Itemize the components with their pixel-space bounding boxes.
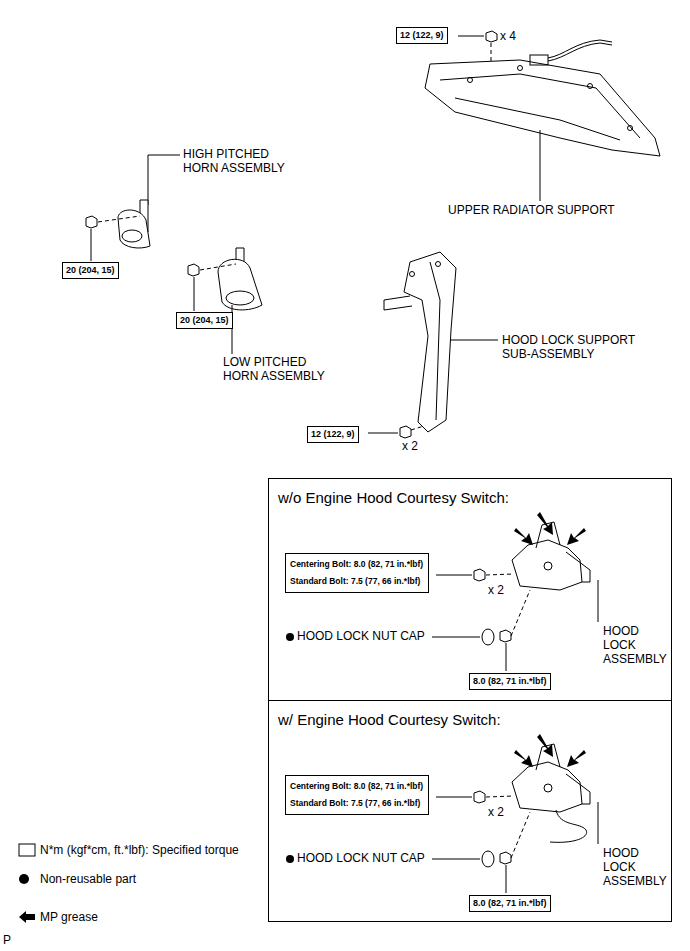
torque-value: Standard Bolt: 7.5 (77, 66 in.*lbf)	[290, 798, 424, 809]
legend-item: Non-reusable part	[18, 872, 136, 886]
torque-box: 12 (122, 9)	[307, 426, 359, 443]
panel-heading: w/o Engine Hood Courtesy Switch:	[278, 489, 662, 506]
torque-value: 8.0 (82, 71 in.*lbf)	[473, 676, 547, 687]
legend-item: MP grease	[18, 910, 98, 924]
legend-text: N*m (kgf*cm, ft.*lbf): Specified torque	[40, 843, 239, 857]
variant-panel: w/o Engine Hood Courtesy Switch: Centerin…	[268, 478, 672, 701]
torque-box: 20 (204, 15)	[176, 312, 233, 329]
torque-box: 8.0 (82, 71 in.*lbf)	[469, 673, 551, 690]
quantity: x 2	[402, 440, 418, 454]
part-name: LOW PITCHED HORN ASSEMBLY	[223, 356, 335, 384]
part-name: HOOD LOCK ASSEMBLY	[603, 847, 671, 888]
legend-text: Non-reusable part	[40, 872, 136, 886]
torque-box: 20 (204, 15)	[62, 262, 119, 279]
torque-value: Standard Bolt: 7.5 (77, 66 in.*lbf)	[290, 576, 424, 587]
legend-swatch	[18, 910, 36, 924]
torque-box: 12 (122, 9)	[396, 27, 448, 44]
torque-value: 12 (122, 9)	[311, 429, 355, 440]
part-name: HOOD LOCK SUPPORT SUB-ASSEMBLY	[502, 334, 652, 362]
legend-item: N*m (kgf*cm, ft.*lbf): Specified torque	[18, 843, 239, 857]
legend-swatch	[18, 843, 36, 857]
torque-value: 12 (122, 9)	[400, 30, 444, 41]
page-mark: P	[3, 934, 11, 948]
torque-box: 8.0 (82, 71 in.*lbf)	[469, 895, 551, 912]
part-name: HOOD LOCK ASSEMBLY	[603, 625, 671, 666]
quantity: x 2	[488, 806, 504, 820]
part-name: UPPER RADIATOR SUPPORT	[448, 204, 615, 218]
legend-text: MP grease	[40, 910, 98, 924]
torque-value: 20 (204, 15)	[66, 265, 115, 276]
part-name: HOOD LOCK NUT CAP	[297, 630, 425, 644]
torque-value: 8.0 (82, 71 in.*lbf)	[473, 898, 547, 909]
variant-panel: w/ Engine Hood Courtesy Switch: Centering…	[268, 700, 672, 922]
panel-heading: w/ Engine Hood Courtesy Switch:	[278, 711, 662, 728]
torque-value: Centering Bolt: 8.0 (82, 71 in.*lbf)	[290, 781, 424, 792]
part-name: HIGH PITCHED HORN ASSEMBLY	[183, 148, 295, 176]
quantity: x 4	[500, 30, 516, 44]
torque-spec-box: Centering Bolt: 8.0 (82, 71 in.*lbf) Stan…	[285, 775, 429, 815]
torque-value: 20 (204, 15)	[180, 315, 229, 326]
part-name: HOOD LOCK NUT CAP	[297, 852, 425, 866]
quantity: x 2	[488, 584, 504, 598]
torque-spec-box: Centering Bolt: 8.0 (82, 71 in.*lbf) Stan…	[285, 553, 429, 593]
torque-value: Centering Bolt: 8.0 (82, 71 in.*lbf)	[290, 559, 424, 570]
legend-swatch	[18, 872, 36, 886]
